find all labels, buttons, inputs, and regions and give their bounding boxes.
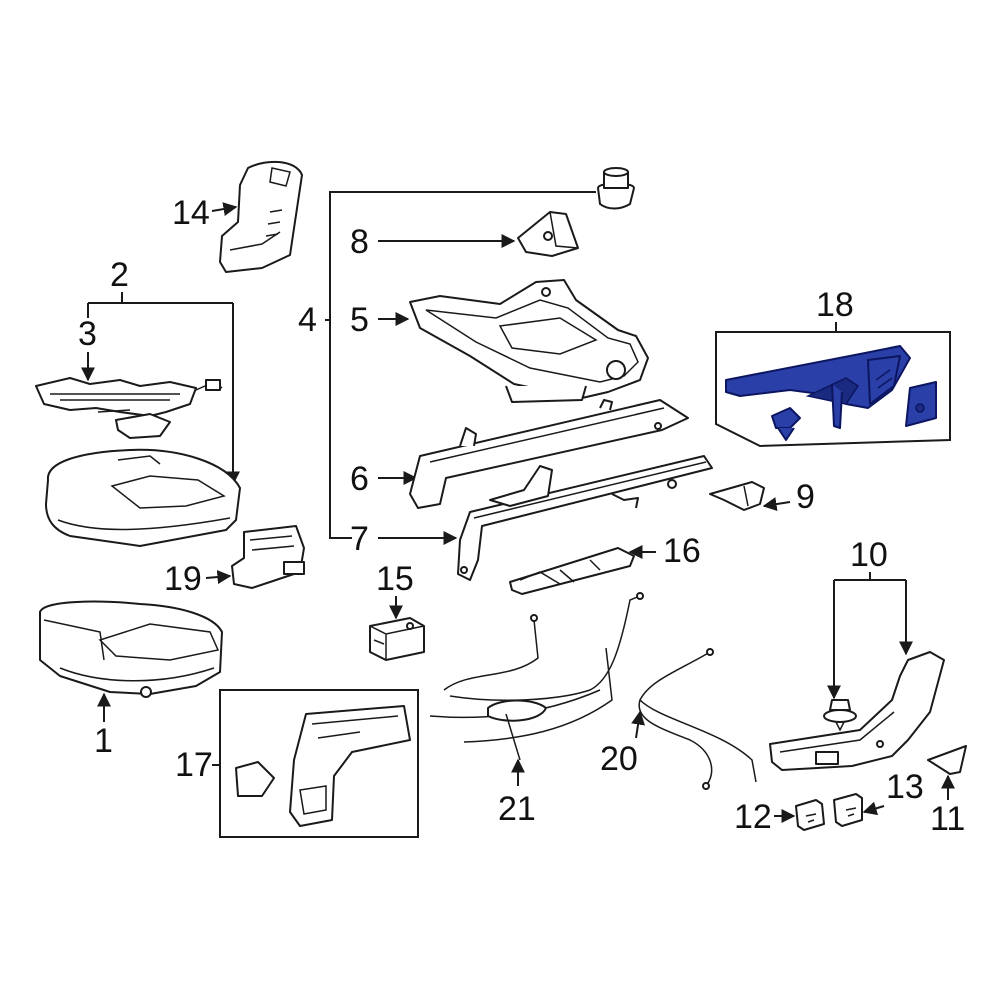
part-8-bracket[interactable]	[517, 211, 579, 257]
callout-17: 17	[175, 746, 213, 784]
part-18-clip[interactable]	[771, 407, 801, 441]
callout-21: 21	[498, 790, 536, 828]
callout-14: 14	[172, 194, 210, 232]
callout-19: 19	[164, 560, 202, 598]
callout-20: 20	[600, 740, 638, 778]
callout-7: 7	[350, 520, 369, 558]
leader-14	[211, 202, 238, 216]
leader-19	[205, 570, 232, 585]
part-2-seat-cushion-pad[interactable]	[45, 448, 241, 547]
callout-1: 1	[94, 722, 113, 760]
part-21-wire-harness[interactable]	[429, 592, 644, 761]
callout-9: 9	[796, 478, 815, 516]
part-15-control-module[interactable]	[369, 617, 425, 661]
part-4-adjuster-cap[interactable]	[597, 167, 635, 210]
callout-12: 12	[734, 798, 772, 836]
part-17-inset-frame	[219, 689, 419, 838]
part-6-upper-rail[interactable]	[409, 399, 689, 509]
part-18-seat-side-shield[interactable]	[725, 345, 911, 429]
part-10-recliner-cover[interactable]	[769, 651, 945, 771]
part-13-switch-knob[interactable]	[833, 793, 863, 827]
callout-2: 2	[110, 256, 129, 294]
callout-10: 10	[850, 536, 888, 574]
callout-11: 11	[930, 800, 965, 838]
leader-4-bracket	[329, 191, 596, 539]
leader-13	[862, 801, 885, 816]
part-11-small-cover[interactable]	[927, 745, 967, 775]
part-5-seat-frame[interactable]	[409, 279, 649, 403]
part-7-lower-rail[interactable]	[457, 455, 713, 581]
callout-18: 18	[816, 286, 854, 324]
part-10-clip[interactable]	[823, 699, 857, 732]
callout-5: 5	[350, 301, 369, 339]
part-14-seat-back-panel[interactable]	[219, 160, 303, 273]
part-17-side-cover[interactable]	[235, 705, 411, 827]
callout-6: 6	[350, 460, 369, 498]
part-12-switch-knob[interactable]	[795, 799, 825, 831]
part-20-release-cable[interactable]	[638, 648, 757, 790]
leader-9	[762, 497, 791, 512]
callout-13: 13	[886, 768, 924, 806]
part-18-end-piece[interactable]	[905, 381, 937, 427]
leader-20	[631, 710, 646, 739]
part-9-end-cap[interactable]	[709, 481, 765, 511]
part-1-seat-cushion-assembly[interactable]	[39, 600, 223, 698]
callout-8: 8	[350, 223, 369, 261]
part-19-side-bracket[interactable]	[231, 525, 305, 589]
part-18-inset-frame	[715, 331, 951, 448]
part-16-tray[interactable]	[509, 547, 635, 595]
callout-15: 15	[376, 560, 414, 598]
callout-4: 4	[298, 301, 317, 339]
callout-16: 16	[663, 532, 701, 570]
part-3-seat-heater[interactable]	[35, 377, 223, 439]
callout-3: 3	[78, 315, 97, 353]
